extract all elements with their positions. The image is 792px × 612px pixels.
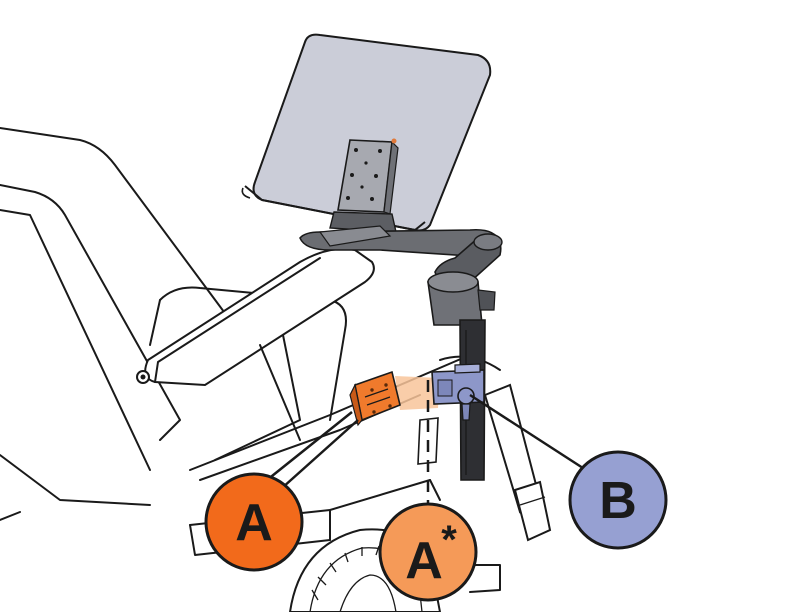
callout-b-circle — [568, 450, 668, 550]
armrest — [136, 247, 375, 387]
callout-a-star-circle — [378, 502, 478, 602]
callout-a-circle — [204, 472, 304, 572]
mounting-plate-a — [349, 370, 440, 427]
leader-lines — [261, 393, 587, 489]
callout-a-star-asterisk: * — [441, 518, 457, 562]
callout-a: A — [204, 472, 304, 572]
tablet-mount-plate — [329, 138, 399, 233]
callout-a-star-label: A — [405, 532, 443, 590]
callout-a-label: A — [235, 494, 273, 552]
callout-b-label: B — [599, 472, 637, 530]
alternate-mount-indicator — [417, 380, 439, 510]
support-strut — [483, 383, 552, 542]
callout-a-star: A * — [378, 502, 478, 602]
callout-b: B — [568, 450, 668, 550]
wheelchair-backrest — [0, 127, 231, 521]
